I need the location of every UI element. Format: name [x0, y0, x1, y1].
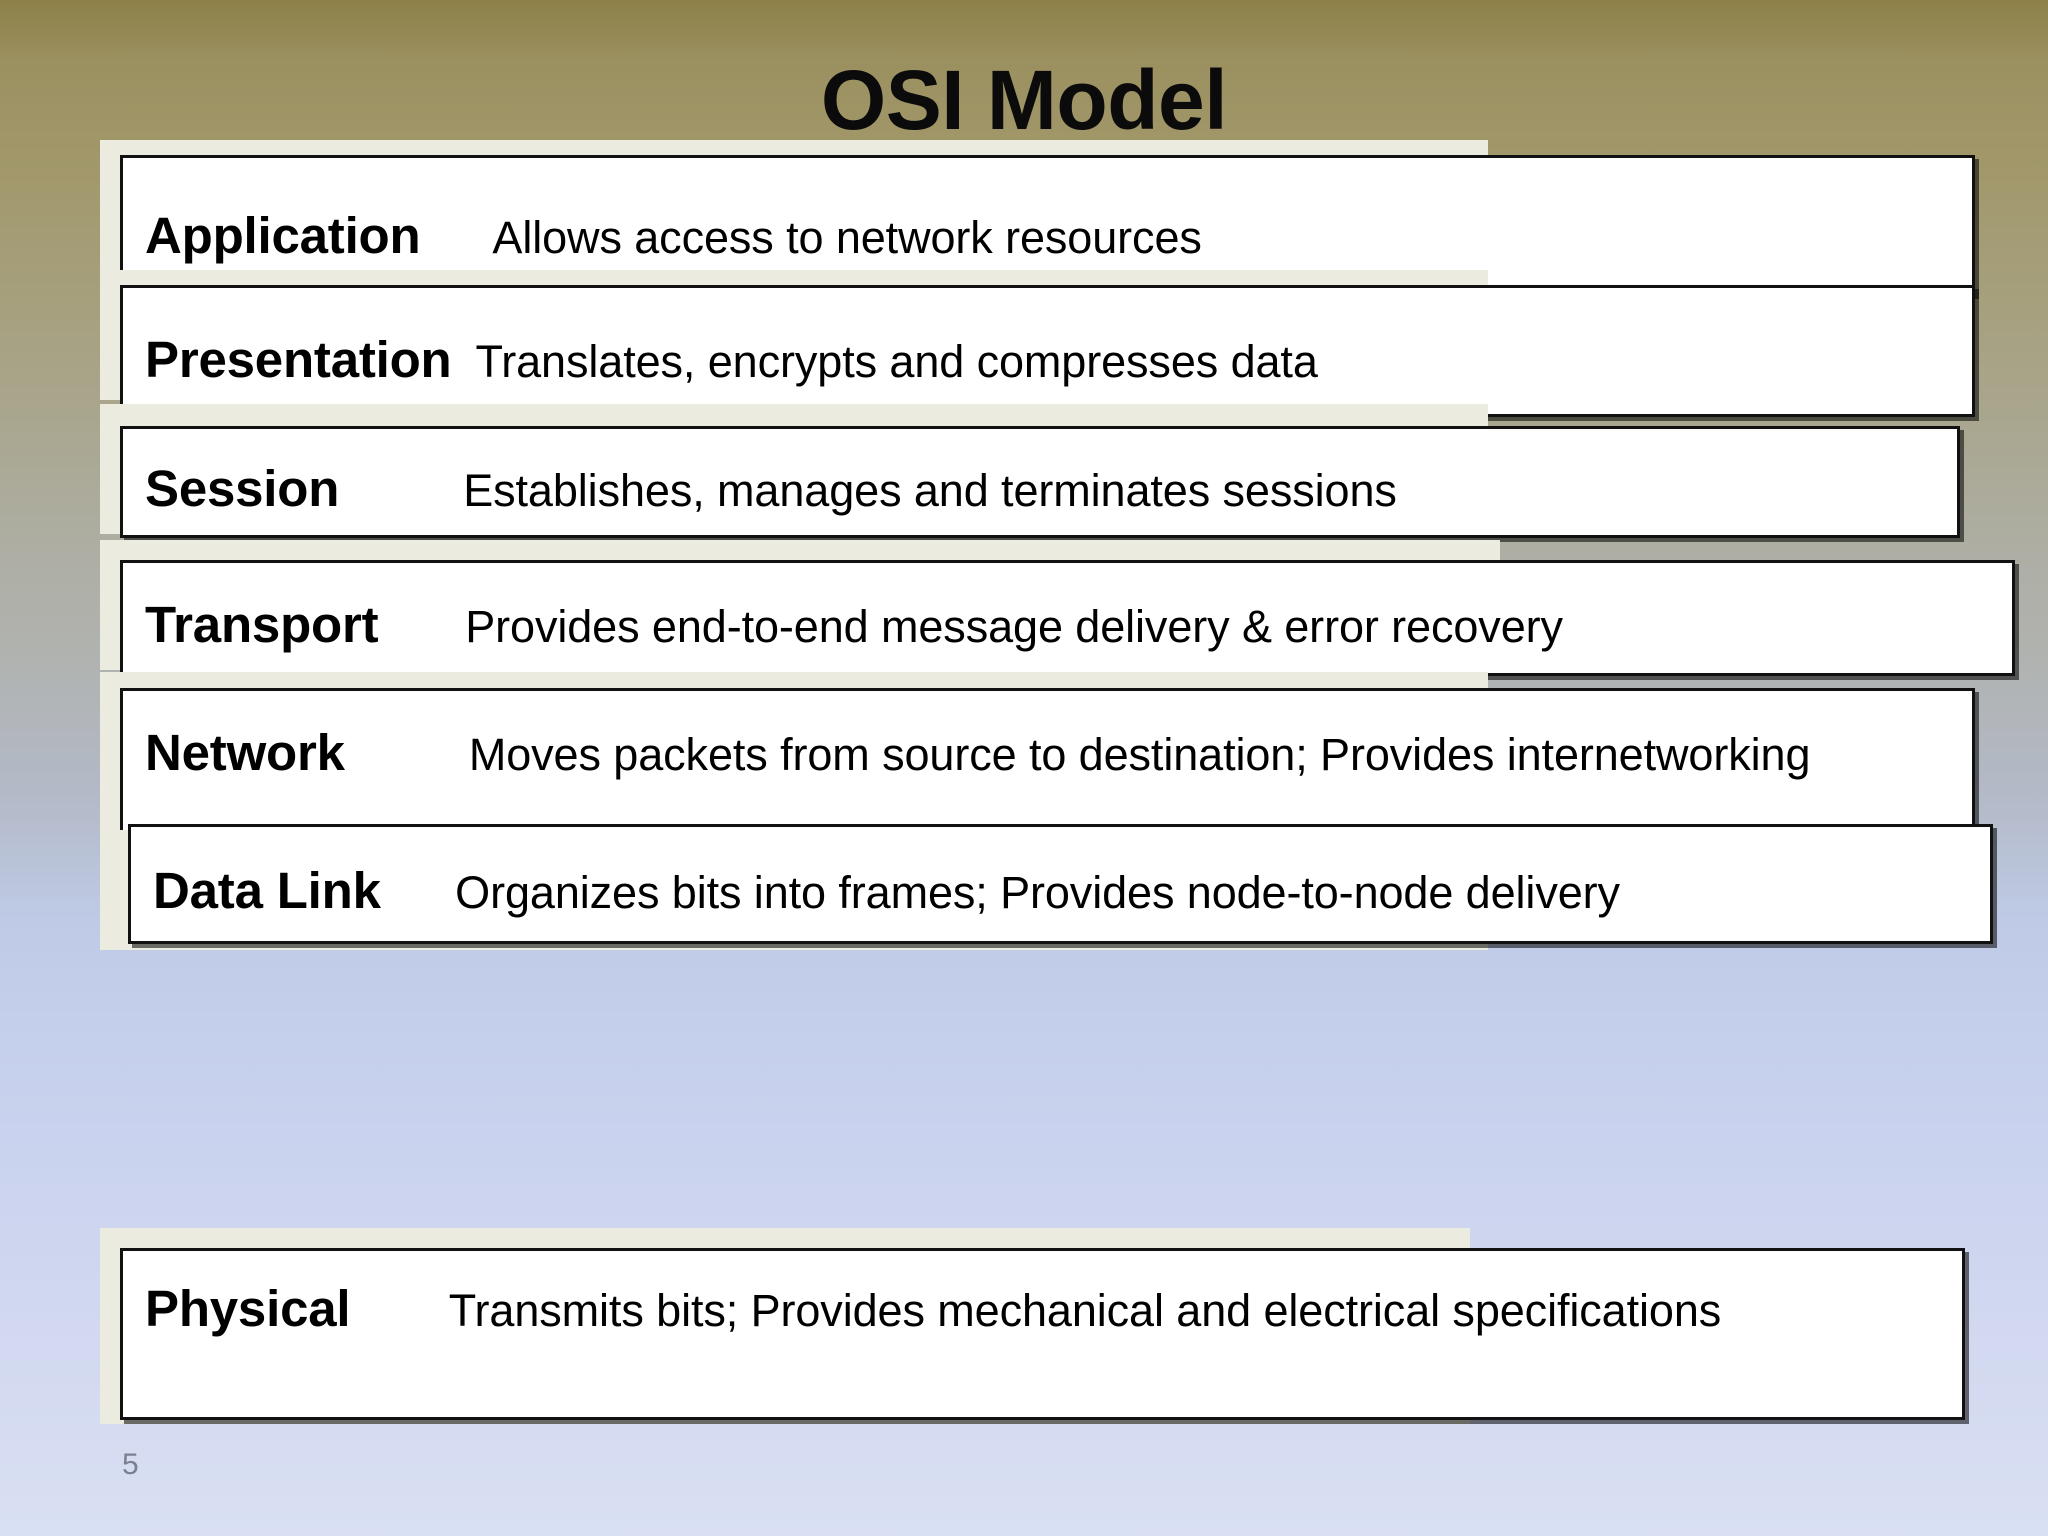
layer-gap-application [420, 212, 492, 263]
layer-description-network: Moves packets from source to destination… [468, 729, 1811, 780]
layer-card-physical[interactable]: Physical Transmits bits; Provides mechan… [120, 1248, 1965, 1420]
layer-text-session: Session Establishes, manages and termina… [145, 459, 1947, 519]
layer-description-session: Establishes, manages and terminates sess… [463, 465, 1397, 516]
layer-row-physical: Physical Transmits bits; Provides mechan… [100, 1228, 1980, 1428]
layer-description-data-link: Organizes bits into frames; Provides nod… [455, 867, 1620, 918]
layer-name-session: Session [145, 460, 340, 517]
layer-description-transport: Provides end-to-end message delivery & e… [465, 601, 1563, 652]
layer-name-presentation: Presentation [145, 331, 452, 388]
page-title: OSI Model [820, 53, 1228, 147]
layer-text-data-link: Data Link Organizes bits into frames; Pr… [153, 861, 1980, 921]
layer-row-data-link: Data Link Organizes bits into frames; Pr… [100, 824, 1993, 970]
layer-name-transport: Transport [145, 596, 379, 653]
layer-text-application: Application Allows access to network res… [145, 206, 1962, 266]
layer-row-transport: Transport Provides end-to-end message de… [100, 540, 2015, 700]
layer-card-data-link[interactable]: Data Link Organizes bits into frames; Pr… [128, 824, 1993, 944]
layer-gap-physical [350, 1285, 448, 1336]
layer-description-physical: Transmits bits; Provides mechanical and … [448, 1285, 1722, 1336]
layer-name-data-link: Data Link [153, 862, 381, 919]
layer-row-session: Session Establishes, manages and termina… [100, 404, 1980, 564]
layer-text-transport: Transport Provides end-to-end message de… [145, 595, 2002, 655]
page-number: 5 [122, 1448, 139, 1481]
layer-description-application: Allows access to network resources [492, 212, 1202, 263]
layer-card-transport[interactable]: Transport Provides end-to-end message de… [120, 560, 2015, 676]
layer-gap-presentation [452, 336, 476, 387]
layer-description-presentation: Translates, encrypts and compresses data [475, 336, 1318, 387]
layer-row-presentation: Presentation Translates, encrypts and co… [100, 270, 1980, 430]
layer-card-session[interactable]: Session Establishes, manages and termina… [120, 426, 1960, 538]
layer-name-application: Application [145, 207, 421, 264]
layer-row-application: Application Allows access to network res… [100, 140, 1980, 300]
layer-gap-network [345, 729, 469, 780]
layer-text-presentation: Presentation Translates, encrypts and co… [145, 330, 1962, 390]
layer-gap-transport [378, 601, 465, 652]
layer-name-network: Network [145, 724, 345, 781]
layer-card-presentation[interactable]: Presentation Translates, encrypts and co… [120, 285, 1975, 417]
layer-gap-data-link [381, 867, 455, 918]
layer-name-physical: Physical [145, 1280, 351, 1337]
layer-text-physical: Physical Transmits bits; Provides mechan… [145, 1279, 1952, 1339]
layer-gap-session [339, 465, 463, 516]
layer-text-network: Network Moves packets from source to des… [145, 723, 1962, 783]
